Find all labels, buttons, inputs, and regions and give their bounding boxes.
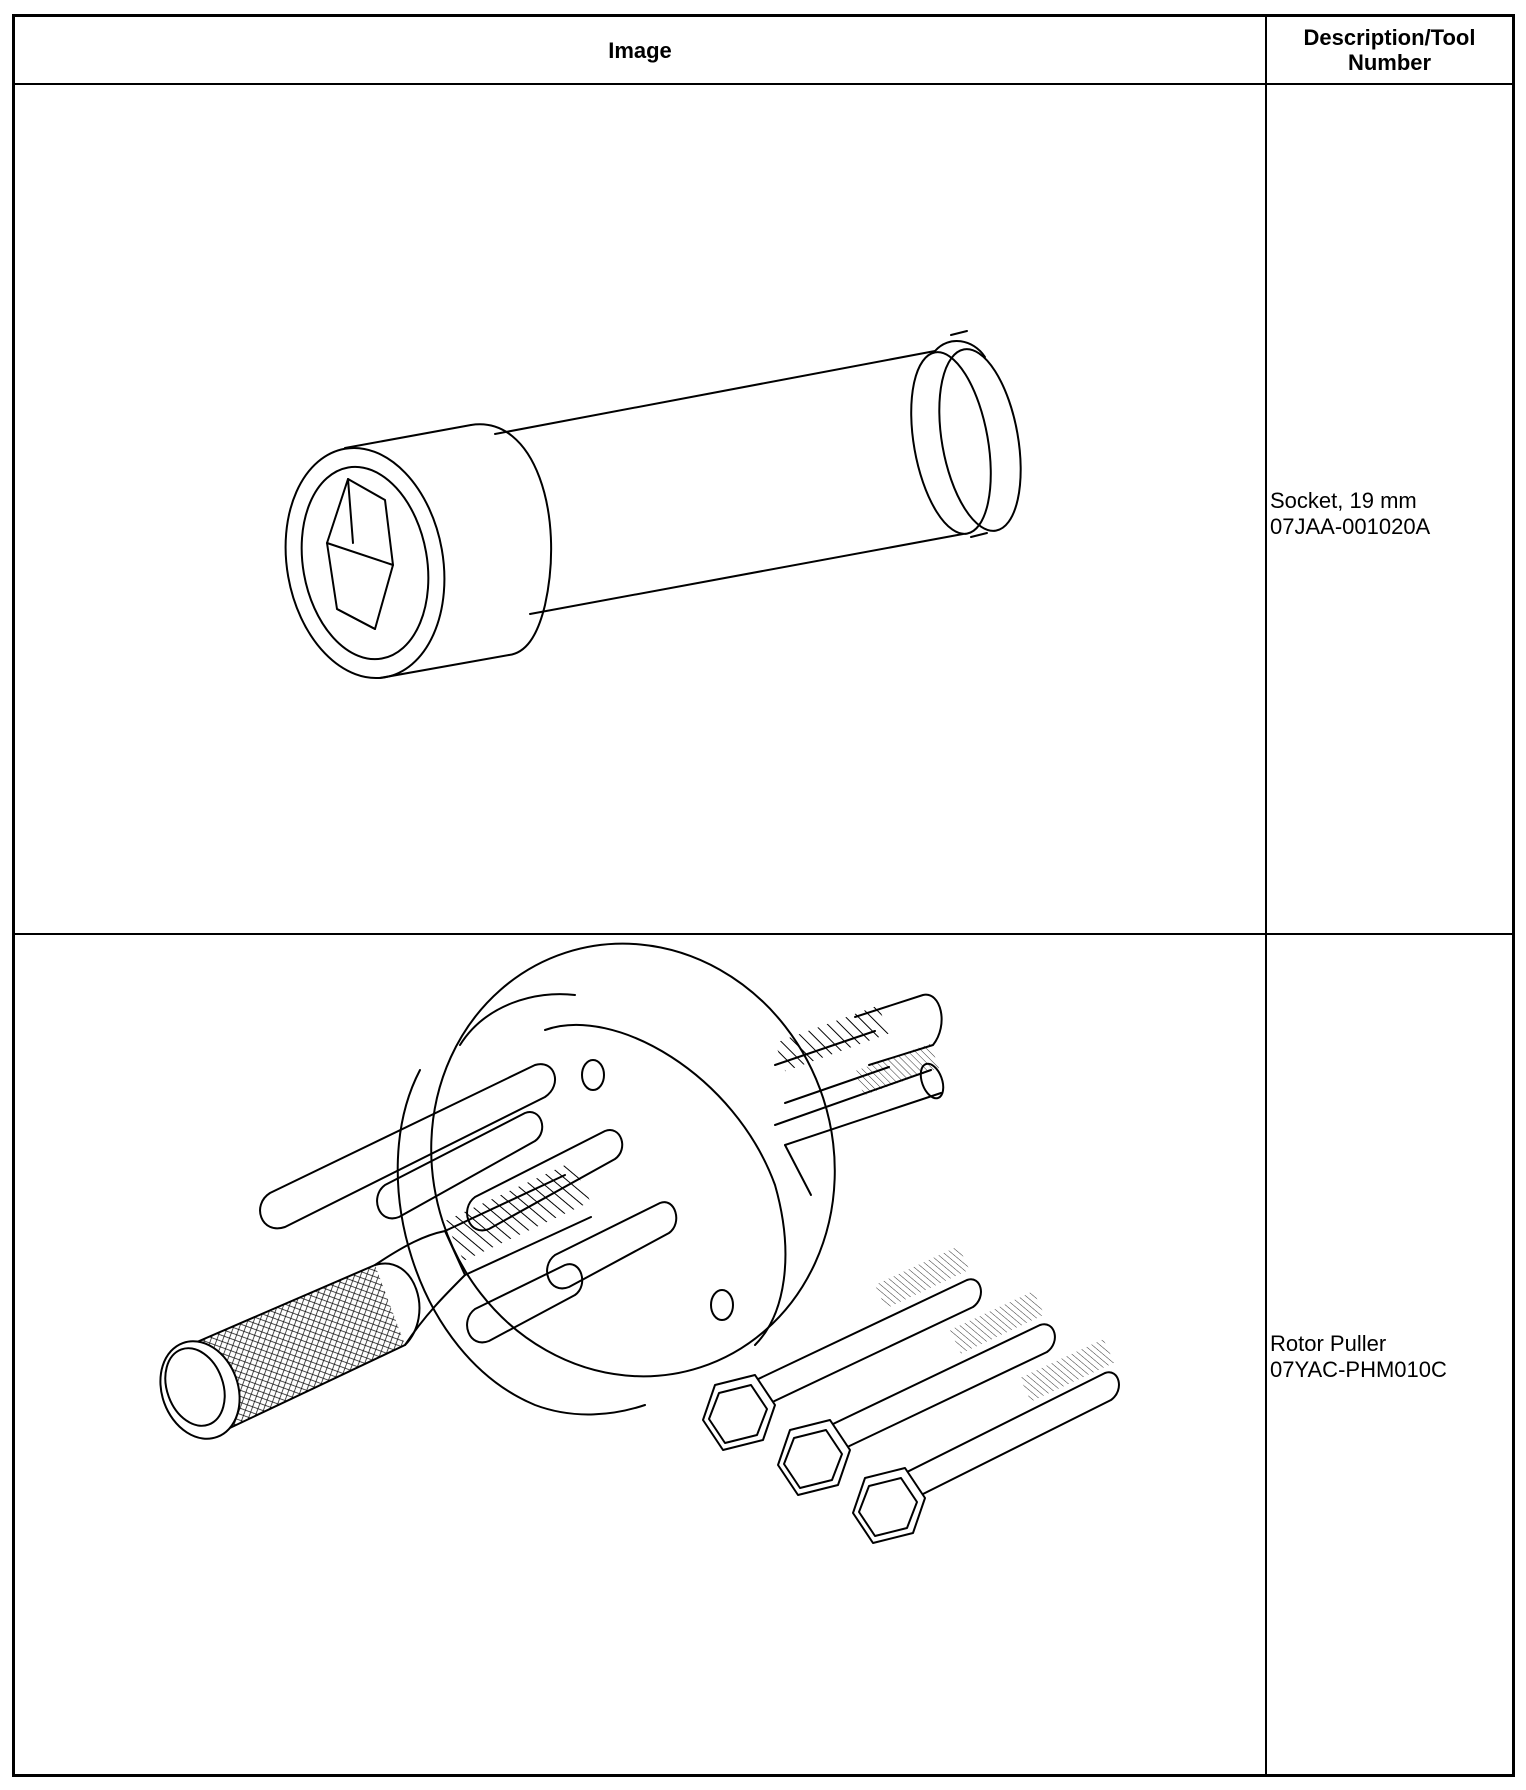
tool-description: Rotor Puller 07YAC-PHM010C [1270,1331,1508,1383]
table-row: Socket, 19 mm 07JAA-001020A [15,85,1512,935]
hex-bolts [702,1246,1120,1544]
header-image-label: Image [608,37,672,63]
header-image-cell: Image [15,17,1267,83]
table-header-row: Image Description/Tool Number [15,17,1512,85]
tool-description: Socket, 19 mm 07JAA-001020A [1270,488,1508,540]
socket-19mm-illustration-icon [284,330,1022,680]
table-row: Rotor Puller 07YAC-PHM010C [15,935,1512,1777]
puller-body [396,942,836,1416]
rear-threaded-rod [774,993,945,1196]
image-cell [15,935,1267,1777]
description-cell: Rotor Puller 07YAC-PHM010C [1267,935,1512,1777]
tool-name: Socket, 19 mm [1270,488,1417,513]
tool-number: 07JAA-001020A [1270,514,1431,539]
header-description-cell: Description/Tool Number [1267,17,1512,83]
rotor-puller-illustration-icon [159,942,1120,1544]
header-description-label: Description/Tool Number [1292,25,1488,75]
tool-name: Rotor Puller [1270,1331,1387,1356]
header-description-line2: Number [1347,50,1432,75]
special-tools-table: Image Description/Tool Number [12,14,1515,1777]
tool-number: 07YAC-PHM010C [1270,1357,1447,1382]
header-description-line1: Description/Tool [1303,25,1476,50]
image-cell [15,85,1267,933]
forcing-screw-handle [159,1161,592,1440]
puller-pins [259,1063,678,1344]
description-cell: Socket, 19 mm 07JAA-001020A [1267,85,1512,933]
